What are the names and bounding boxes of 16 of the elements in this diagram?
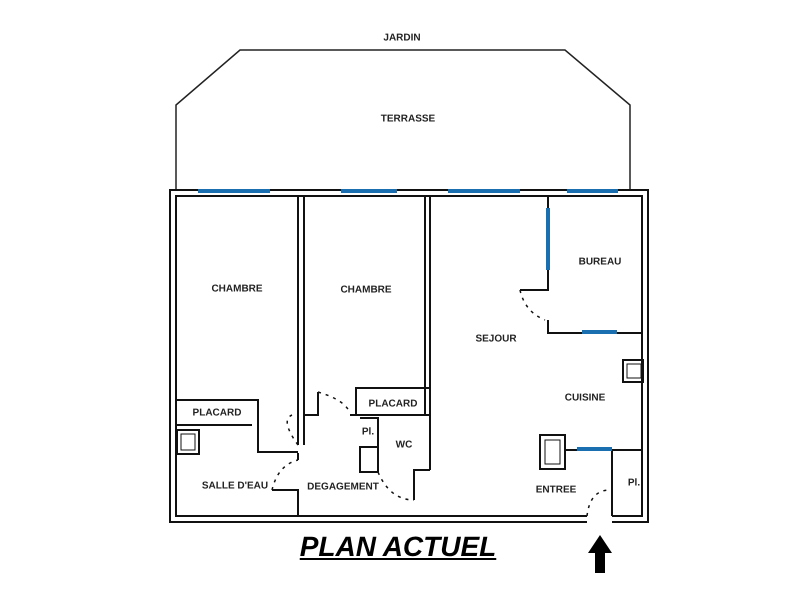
room-label: JARDIN — [383, 32, 421, 44]
room-label: TERRASSE — [380, 114, 436, 124]
room-label: PLACARD — [192, 408, 242, 418]
room-label: SEJOUR — [475, 334, 517, 344]
room-label: SALLE D'EAU — [202, 480, 268, 492]
room-label: DEGAGEMENT — [307, 482, 379, 492]
room-label: Pl. — [628, 478, 640, 488]
room-label: CUISINE — [564, 392, 606, 404]
room-label: CHAMBRE — [340, 284, 392, 296]
room-label: WC — [396, 440, 412, 450]
room-label: ENTREE — [536, 484, 576, 496]
plan-title: PLAN ACTUEL — [300, 531, 496, 563]
room-label: CHAMBRE — [211, 284, 263, 294]
room-label: PLACARD — [368, 398, 418, 410]
room-label: BUREAU — [578, 256, 622, 268]
room-label: Pl. — [362, 426, 374, 438]
